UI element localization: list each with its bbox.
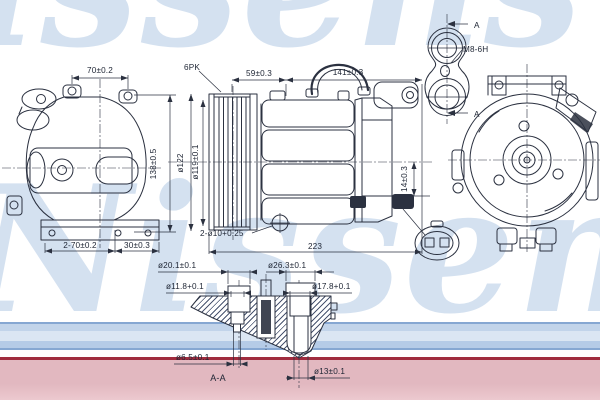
- section-marker-bottom: A: [474, 110, 480, 119]
- dim-counterbore: ø20.1±0.1: [158, 261, 196, 270]
- dim-overall-length: 223: [308, 242, 322, 251]
- section-view: ø20.1±0.1 ø11.8+0.1 ø26.3±0.1 ø17.8+0.1 …: [158, 261, 352, 388]
- thread-spec-label: M8-6H: [463, 45, 488, 54]
- section-marker-top: A: [474, 21, 480, 30]
- dim-boss: ø26.3±0.1: [268, 261, 306, 270]
- front-view: 138±0.5 ø122 ø119±0.1 6PK: [134, 63, 460, 261]
- red-brand-line: [0, 357, 600, 360]
- dim-small-hole: ø6.5±0.1: [176, 353, 210, 362]
- dim-bore: ø11.8+0.1: [166, 282, 204, 291]
- pink-brand-band: [0, 359, 600, 400]
- dim-foot-end: 30±0.3: [124, 241, 150, 250]
- dimension-arrowheads: [45, 75, 159, 254]
- dimension-arrowheads: [167, 77, 422, 255]
- dim-ear-span: 70±0.2: [87, 66, 113, 75]
- side-view: 70±0.2 2-70±0.2 30±0.3: [2, 66, 163, 254]
- dim-mount-holes: 2-ø10+0.25: [200, 229, 244, 238]
- dim-tube-bore: ø13±0.1: [314, 367, 345, 376]
- section-label: A-A: [210, 373, 225, 383]
- dim-pulley-face: 59±0.3: [246, 69, 272, 78]
- dim-foot-holes: 2-70±0.2: [63, 241, 97, 250]
- dim-pulley-outer: ø122: [176, 153, 185, 173]
- dim-overall-height: 138±0.5: [149, 148, 158, 179]
- dim-pulley-groove: ø119±0.1: [191, 144, 200, 179]
- rear-view: [448, 64, 600, 252]
- dim-rear-offset: 14±0.3: [400, 166, 409, 192]
- bolt-hole-detail: A A M8-6H: [424, 14, 488, 124]
- dim-body-length: 141±0.3: [333, 68, 364, 77]
- dimension-arrowheads: [221, 269, 322, 381]
- connector-detail: [414, 220, 460, 261]
- belt-rib-label: 6PK: [184, 63, 200, 72]
- dim-port: ø17.8+0.1: [312, 282, 351, 291]
